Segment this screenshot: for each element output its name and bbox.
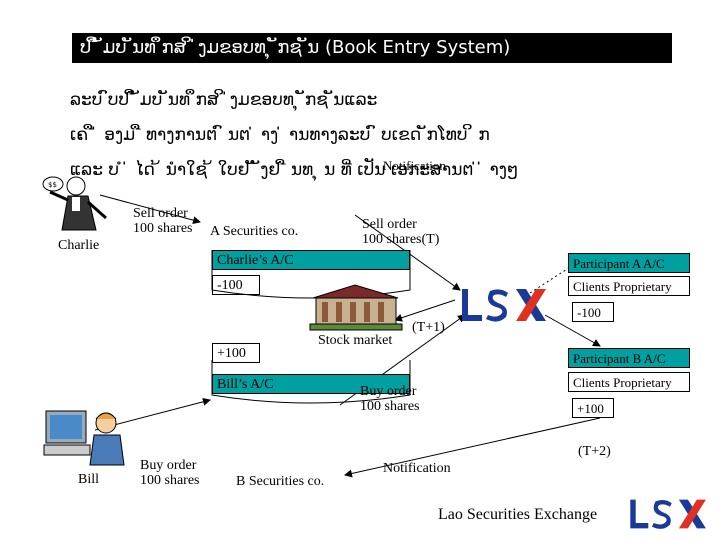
lsx-logo-icon [460, 285, 550, 330]
stock-market-label: Stock market [318, 333, 393, 348]
notification-bottom-label: Notification [383, 461, 451, 476]
participant-b-balance-change: +100 [572, 398, 614, 418]
stock-market-building-icon [308, 283, 403, 338]
notification-top-label: Notification [383, 158, 446, 173]
lsx-footer-logo-icon [624, 496, 714, 537]
t-plus-1-label: (T+1) [412, 320, 445, 335]
notification-arrow [344, 417, 601, 478]
t-plus-2-label: (T+2) [578, 444, 611, 459]
footer-label: Lao Securities Exchange [438, 506, 598, 523]
participant-a-balance-change: -100 [572, 302, 614, 322]
charlie-ledger-cylinder [211, 250, 411, 299]
participant-a-header: Participant A A/C [568, 253, 690, 273]
sell-order-charlie-arrow [99, 194, 201, 225]
bill-balance-change: +100 [212, 343, 260, 363]
bill-ledger-cylinder [211, 360, 411, 404]
charlie-balance-change: -100 [212, 275, 260, 295]
b-securities-label: B Securities co. [236, 474, 325, 489]
bill-computer-icon [40, 405, 130, 472]
charlie-label: Charlie [58, 238, 100, 253]
page-title: ປ ື ັມບ ັນທ ຶກສ ິ ່ງມ​ຂອບທ ຸ ັກຊ ັນ (Boo… [72, 33, 672, 63]
t-plus-1-arrow [394, 299, 456, 322]
participant-b-arrow [544, 314, 601, 347]
participant-b-header: Participant B A/C [568, 348, 690, 368]
a-securities-label: A Securities co. [210, 224, 299, 239]
participant-b-clients-proprietary: Clients Proprietary [568, 372, 690, 392]
bill-label: Bill [78, 472, 100, 487]
intro-line-2: ເຄ ື ່ ອງມ ື ທາງການຕ ົ ນຕ ່ າງ ່ ານທາງລະ… [70, 125, 490, 145]
bills-ac-header: Bill’s A/C [212, 374, 410, 394]
charlies-ac-header: Charlie’s A/C [212, 250, 410, 270]
participant-a-clients-proprietary: Clients Proprietary [568, 276, 690, 296]
charlie-figure-icon: $$ [18, 170, 128, 243]
intro-line-1: ລະບ ົບປ ື ັມບ ັນທ ຶກສ ິ ່ງມ​ຂອບທ ຸ ັກຊ ັ… [70, 90, 378, 110]
svg-text:$$: $$ [48, 181, 57, 189]
intro-line-3: ແລະ ບ ໍ ່ ໄດ ້ ນຳໃຊ ້ ໃບຢ ັ ັງຢ ື ນທ ຸ ນ… [70, 160, 519, 180]
